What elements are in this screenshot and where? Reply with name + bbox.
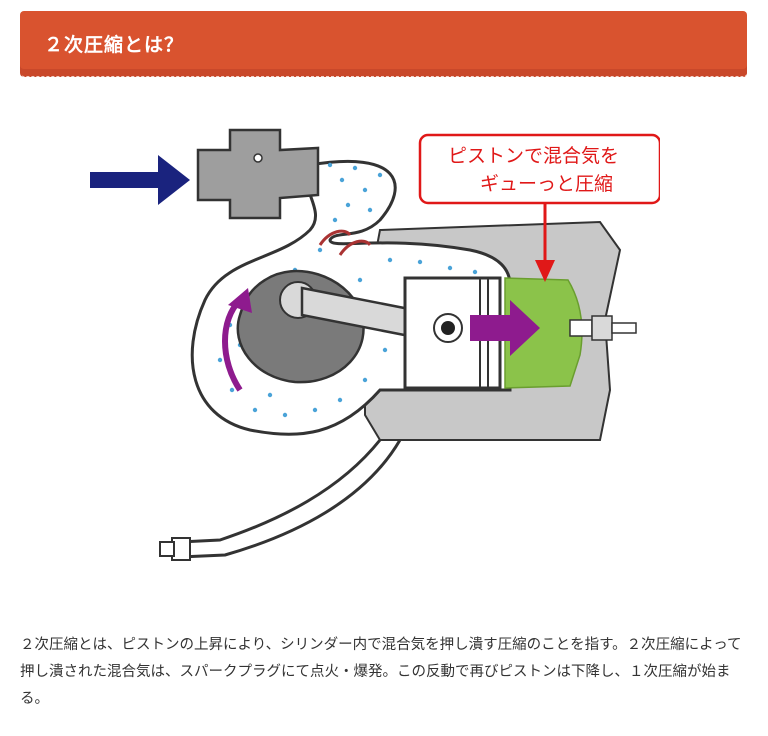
callout-line2: ギューっと圧縮 xyxy=(480,173,613,195)
description-paragraph: ２次圧縮とは、ピストンの上昇により、シリンダー内で混合気を押し潰す圧縮のことを指… xyxy=(20,637,742,707)
callout-box xyxy=(418,133,660,205)
spark-plug xyxy=(569,315,637,341)
flow-arrow-head xyxy=(228,288,252,313)
fuel-hose xyxy=(179,439,402,559)
fuel-hose xyxy=(179,439,382,544)
section-title: ２次圧縮とは？ xyxy=(44,34,185,56)
carburetor xyxy=(196,128,320,220)
intake-arrow xyxy=(90,155,190,205)
piston-pin-center xyxy=(441,321,455,335)
callout-pointer-head xyxy=(535,260,555,282)
carburetor-port xyxy=(253,153,263,163)
transfer-port xyxy=(318,229,352,246)
transfer-port xyxy=(338,239,372,256)
hose-end xyxy=(159,541,175,557)
engine-diagram: ピストンで混合気を ギューっと圧縮 xyxy=(90,128,660,561)
header-dashed-border xyxy=(20,11,747,77)
piston-arrow xyxy=(470,300,540,356)
section-header: ２次圧縮とは？ xyxy=(20,11,747,77)
callout-line1: ピストンで混合気を xyxy=(448,145,619,167)
